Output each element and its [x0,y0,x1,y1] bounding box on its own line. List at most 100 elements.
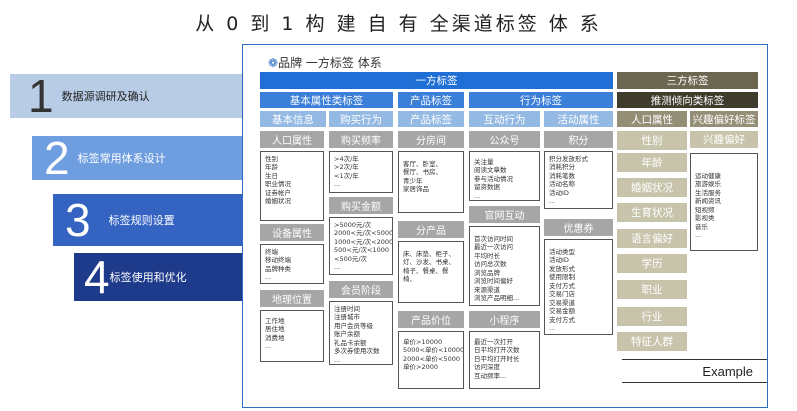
mini-program-box: 最近一次打开日平均打开次数日平均打开时长访问深度互动频率... [469,331,540,389]
list-item: 留资数据 [474,183,500,192]
freq-header: 购买频率 [329,131,393,148]
step-1-number: 1 [28,70,54,122]
list-item: 婚姻状况 [265,197,291,206]
attr-marital: 婚姻状况 [617,178,687,197]
list-item: 餐厅、书房、 [403,168,442,177]
third-party-header: 三方标签 [617,72,758,89]
first-party-header: 一方标签 [260,72,613,89]
list-item: <1次/年 [334,171,359,180]
list-item: 交易门店 [549,290,575,299]
list-item: 最近一次访问 [474,243,513,252]
web-box: 首次访问时间最近一次访问平均时长访问总次数浏览品牌浏览时间偏好来源渠道浏览产品明… [469,226,540,306]
flower-icon: ❁ [268,56,279,70]
web-header: 官网互动 [469,206,540,223]
list-item: 访问总次数 [474,260,507,269]
member-header: 会员阶段 [329,281,393,298]
points-box: 积分发放形式消耗积分消耗笔数活动名称活动ID... [544,151,613,209]
list-item: 短视频 [695,205,715,214]
list-item: 阅读文章数 [474,166,507,175]
step-3-number: 3 [65,194,91,246]
list-item: 职业情况 [265,180,291,189]
list-item: 用户会员等级 [334,321,373,330]
list-item: 证券帐户 [265,188,291,197]
interest-box: 运动健康旅游娱乐生活服务新闻资讯短视频影视类音乐... [690,153,758,251]
product-group-header: 产品标签 [398,92,464,108]
list-item: 浏览时间偏好 [474,277,513,286]
list-item: 使用限制 [549,273,575,282]
list-item: 浏览产品明细... [474,294,520,303]
list-item: 家居饰品 [403,185,429,194]
list-item: 积分发放形式 [549,155,588,163]
list-item: 注册城市 [334,313,360,322]
price-header: 产品价位 [398,311,464,328]
list-item: 生活服务 [695,188,721,197]
list-item: 注册时间 [334,305,360,313]
list-item: 单价>2000 [403,363,438,372]
wechat-box: 关注量阅读文章数参与活动情况留资数据... [469,151,540,201]
list-item: 首次访问时间 [474,235,513,243]
list-item: 活动ID [549,256,569,265]
brand-title: ❁品牌 一方标签 体系 [268,54,382,71]
device-attr-box: 终端移动终端品牌种类... [260,244,324,284]
list-item: 交易渠道 [549,298,575,307]
list-item: >5000元/次 [334,221,372,229]
step-4-number: 4 [84,251,110,303]
list-item: 椅子、餐桌、餐 [403,266,449,275]
list-item: ... [265,342,272,351]
list-item: 消耗积分 [549,163,575,172]
attr-age: 年龄 [617,153,687,172]
step-3: 3 标签规则设置 [53,194,243,246]
attr-language: 语言偏好 [617,229,687,248]
interest-subheader: 兴趣偏好标签 [690,111,758,127]
list-item: 发放形式 [549,264,575,273]
list-item: 工作地 [265,317,285,325]
list-item: 青少年 [403,176,423,185]
list-item: 居住地 [265,325,285,334]
list-item: 关注量 [474,158,494,166]
list-item: 多次券使用次数 [334,347,380,356]
list-item: 支付方式 [549,281,575,290]
interaction-subheader: 互动行为 [469,111,540,127]
step-3-label: 标签规则设置 [108,214,175,227]
member-box: 注册时间注册城市用户会员等级账户余额礼品卡余额多次券使用次数... [329,301,393,365]
list-item: 日平均打开时长 [474,354,520,363]
list-item: 活动类型 [549,248,575,256]
product-tag-subheader: 产品标签 [398,111,464,127]
list-item: 灯、沙发、书桌、 [403,258,455,267]
mini-program-header: 小程序 [469,311,540,328]
list-item: 生日 [265,171,278,180]
person-attr-header: 人口属性 [260,131,324,148]
list-item: >2次/年 [334,163,359,172]
list-item: ... [695,231,702,240]
category-box: 床、床垫、柜子、灯、沙发、书桌、椅子、餐桌、餐椅、 [398,241,464,303]
list-item: ... [265,273,272,282]
room-header: 分房间 [398,131,464,148]
list-item: 互动频率... [474,371,507,380]
list-item: 5000<单价<10000 [403,346,464,355]
purchase-subheader: 购买行为 [329,111,393,127]
basic-info-subheader: 基本信息 [260,111,326,127]
third-person-subheader: 人口属性 [617,111,687,127]
attr-feature-group: 特征人群 [617,332,687,351]
list-item: ... [334,180,341,189]
list-item: 支付方式 [549,315,575,324]
activity-subheader: 活动属性 [544,111,613,127]
freq-box: >4次/年>2次/年<1次/年... [329,151,393,193]
list-item: ... [334,355,341,364]
geo-header: 地理位置 [260,290,324,307]
list-item: 消费地 [265,333,285,342]
list-item: 消耗笔数 [549,171,575,180]
list-item: 终端 [265,248,278,256]
list-item: 椅、 [403,275,416,284]
example-label: Example [622,359,767,383]
list-item: 最近一次打开 [474,338,513,346]
list-item: 访问深度 [474,363,500,372]
behavior-group-header: 行为标签 [469,92,613,108]
list-item: 浏览品牌 [474,268,500,277]
list-item: 单价>10000 [403,338,443,346]
list-item: 旅游娱乐 [695,180,721,189]
list-item: 运动健康 [695,172,721,180]
list-item: 客厅、卧室、 [403,160,442,168]
